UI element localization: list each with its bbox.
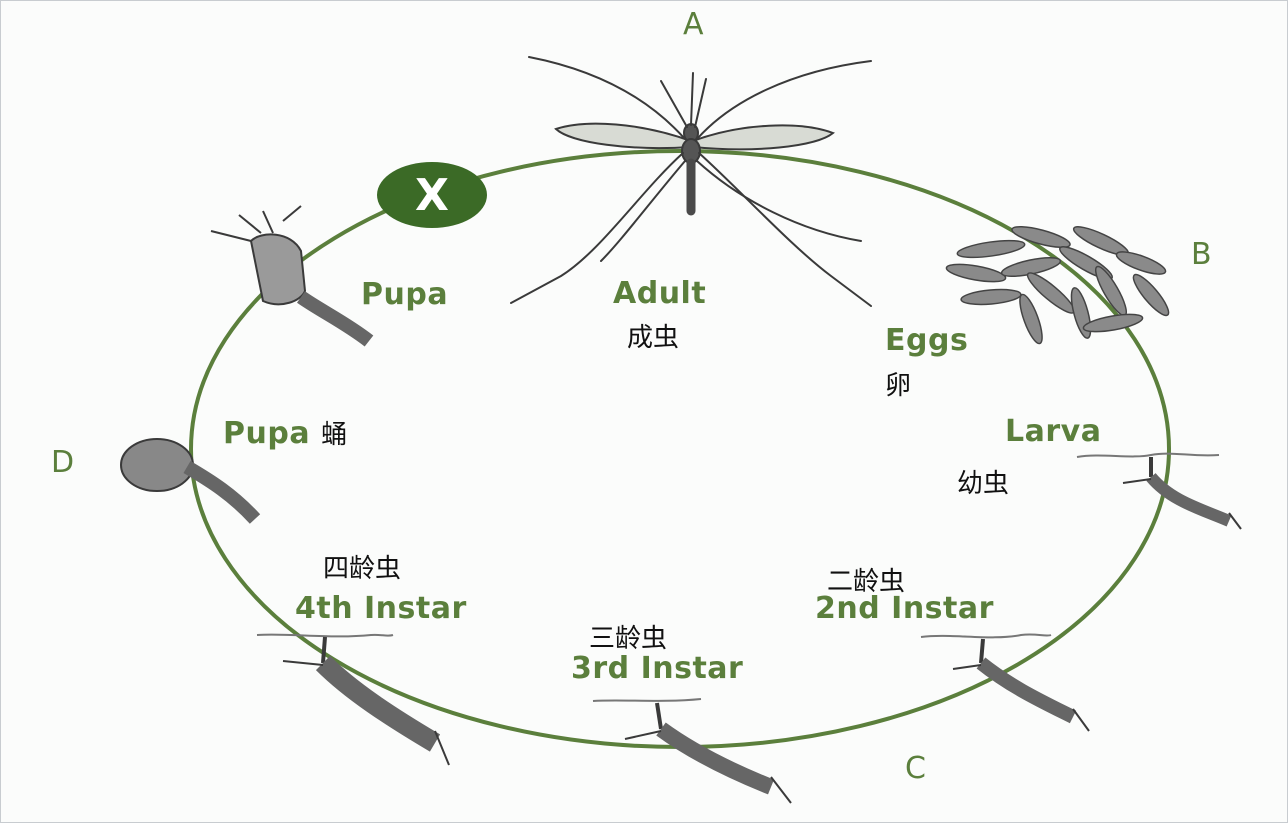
stage-adult-zh: 成虫: [627, 323, 680, 353]
stage-larva-zh: 幼虫: [957, 469, 1010, 499]
marker-a: A: [683, 7, 704, 42]
stage-second-instar-label: 2nd Instar: [815, 591, 994, 626]
marker-d: D: [51, 445, 75, 480]
stage-eggs-zh: 卵: [885, 371, 912, 401]
x-badge-label: X: [415, 169, 449, 221]
stage-fourth-instar-label: 4th Instar: [295, 591, 467, 626]
stage-pupa-upper-label: Pupa: [361, 277, 449, 312]
fourth-instar-larva-icon: [256, 633, 450, 766]
stage-eggs-label: Eggs: [885, 323, 969, 358]
stage-third-instar-zh: 三龄虫: [589, 624, 668, 654]
stage-third-instar-label: 3rd Instar: [571, 651, 744, 686]
stage-pupa-lower-label: Pupa 蛹: [223, 414, 348, 451]
third-instar-larva-icon: [592, 698, 792, 804]
stage-second-instar-zh: 二龄虫: [827, 567, 906, 597]
pupa-icon: [120, 438, 261, 524]
eggs-icon: [945, 225, 1170, 345]
stage-pupa-lower-en: Pupa: [223, 416, 311, 451]
stage-pupa-lower-zh: 蛹: [321, 420, 348, 450]
marker-b: B: [1191, 237, 1212, 272]
stage-adult-label: Adult: [613, 276, 707, 311]
second-instar-larva-icon: [920, 633, 1090, 732]
pupa-emerging-icon: [210, 205, 374, 347]
stage-fourth-instar-zh: 四龄虫: [323, 554, 402, 584]
mosquito-adult-icon: [510, 56, 872, 307]
marker-c: C: [905, 751, 926, 786]
stage-larva-label: Larva: [1005, 414, 1102, 449]
larva-icon: [1076, 452, 1242, 530]
x-badge-icon: X: [377, 162, 487, 228]
